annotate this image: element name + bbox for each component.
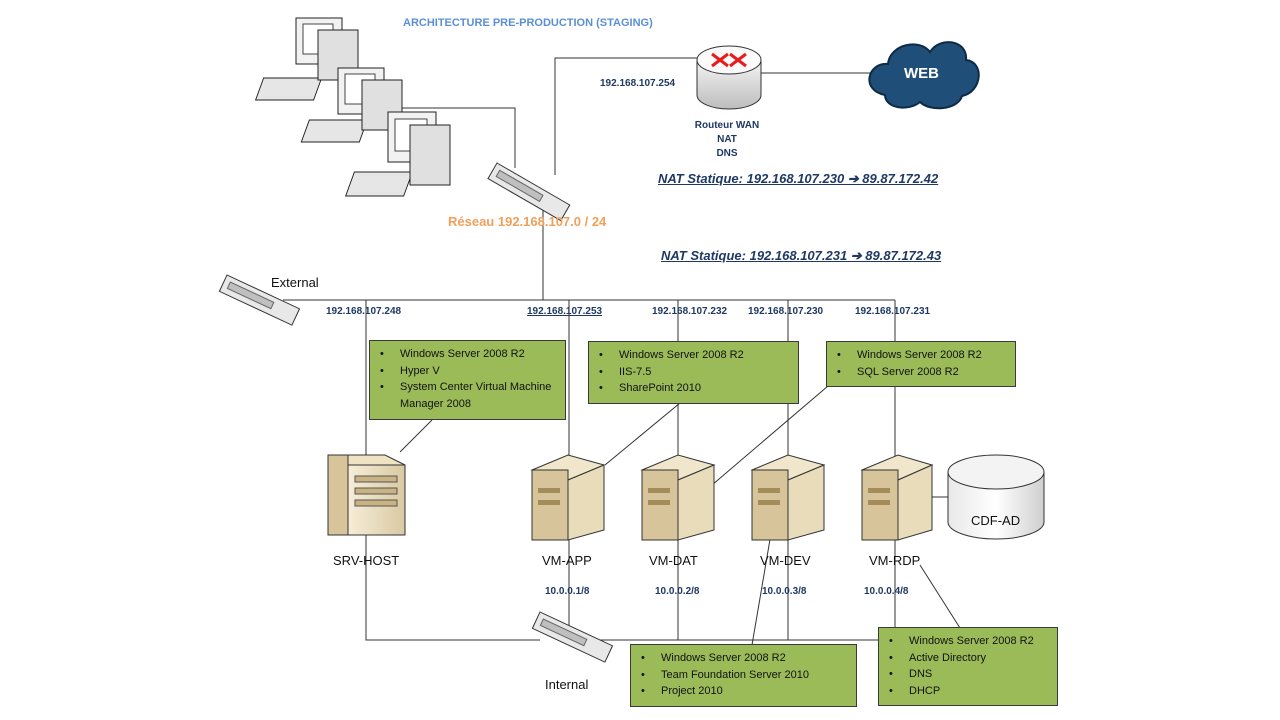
app-info-item: Windows Server 2008 R2 (595, 347, 792, 364)
vm-rdp-icon (860, 454, 934, 541)
vm-rdp-label: VM-RDP (869, 553, 921, 568)
dev-info-item: Project 2010 (637, 683, 850, 700)
app-ip: 192.168.107.253 (527, 306, 603, 317)
host-info-box: Windows Server 2008 R2 Hyper V System Ce… (369, 340, 566, 420)
dev-info-box: Windows Server 2008 R2 Team Foundation S… (630, 644, 857, 707)
network-label: Réseau 192.168.107.0 / 24 (448, 214, 607, 229)
page-title: ARCHITECTURE PRE-PRODUCTION (STAGING) (403, 17, 653, 29)
router-label: Routeur WAN NAT DNS (682, 119, 772, 161)
workstations-link (400, 107, 516, 168)
host-info-item: System Center Virtual Machine Manager 20… (376, 379, 559, 412)
sql-info-item: Windows Server 2008 R2 (833, 347, 1009, 364)
app-info-box: Windows Server 2008 R2 IIS-7.5 SharePoin… (588, 341, 799, 404)
connection-lines (283, 57, 961, 646)
nat-rule-2: NAT Statique: 192.168.107.231 ➔ 89.87.17… (661, 248, 942, 263)
app-callout (604, 402, 681, 466)
web-cloud-icon (868, 41, 980, 110)
app-internal-ip: 10.0.0.1/8 (545, 586, 590, 597)
rdp-info-item: Windows Server 2008 R2 (885, 633, 1051, 650)
app-info-item: IIS-7.5 (595, 364, 792, 381)
vm-dat-icon (640, 454, 716, 541)
switch-to-router-link (554, 57, 700, 175)
vm-dev-icon (750, 454, 826, 541)
external-switch-label: External (271, 275, 319, 290)
srv-host-label: SRV-HOST (333, 553, 400, 568)
dev-internal-ip: 10.0.0.3/8 (762, 586, 807, 597)
vm-app-icon (530, 454, 606, 541)
rdp-internal-ip: 10.0.0.4/8 (864, 586, 909, 597)
app-info-item: SharePoint 2010 (595, 380, 792, 397)
dat-internal-ip: 10.0.0.2/8 (655, 586, 700, 597)
dev-info-item: Windows Server 2008 R2 (637, 650, 850, 667)
dat-ip: 192.168.107.232 (652, 306, 728, 317)
rdp-info-item: DHCP (885, 683, 1051, 700)
host-info-item: Hyper V (376, 363, 559, 380)
vm-dat-label: VM-DAT (649, 553, 698, 568)
rdp-info-item: DNS (885, 666, 1051, 683)
rdp-info-item: Active Directory (885, 650, 1051, 667)
host-callout (399, 419, 433, 453)
srv-host-icon (327, 454, 406, 536)
router-icon (696, 45, 762, 110)
vm-app-label: VM-APP (542, 553, 592, 568)
router-label-line: Routeur WAN (694, 120, 760, 131)
sql-callout (711, 385, 829, 486)
host-info-item: Windows Server 2008 R2 (376, 346, 559, 363)
network-switch-icon (487, 162, 571, 222)
database-cylinder-icon (947, 454, 1045, 540)
host-ip: 192.168.107.248 (326, 306, 402, 317)
host-drop (365, 300, 540, 641)
rdp-callout (919, 564, 961, 629)
router-label-line: NAT (717, 134, 737, 145)
workstation-3-icon (344, 111, 451, 197)
dev-info-item: Team Foundation Server 2010 (637, 667, 850, 684)
web-cloud-label: WEB (904, 65, 939, 82)
external-switch-icon (218, 274, 301, 326)
sql-info-item: SQL Server 2008 R2 (833, 364, 1009, 381)
nat-rule-1: NAT Statique: 192.168.107.230 ➔ 89.87.17… (658, 171, 939, 186)
vm-dev-label: VM-DEV (760, 553, 811, 568)
dev-ip: 192.168.107.230 (748, 306, 824, 317)
sql-info-box: Windows Server 2008 R2 SQL Server 2008 R… (826, 341, 1016, 387)
internal-switch-label: Internal (545, 677, 589, 692)
router-label-line: DNS (716, 148, 738, 159)
rdp-info-box: Windows Server 2008 R2 Active Directory … (878, 627, 1058, 706)
router-ip: 192.168.107.254 (600, 78, 676, 89)
internal-switch-icon (531, 611, 614, 663)
database-label: CDF-AD (971, 513, 1021, 528)
rdp-ip: 192.168.107.231 (855, 306, 931, 317)
